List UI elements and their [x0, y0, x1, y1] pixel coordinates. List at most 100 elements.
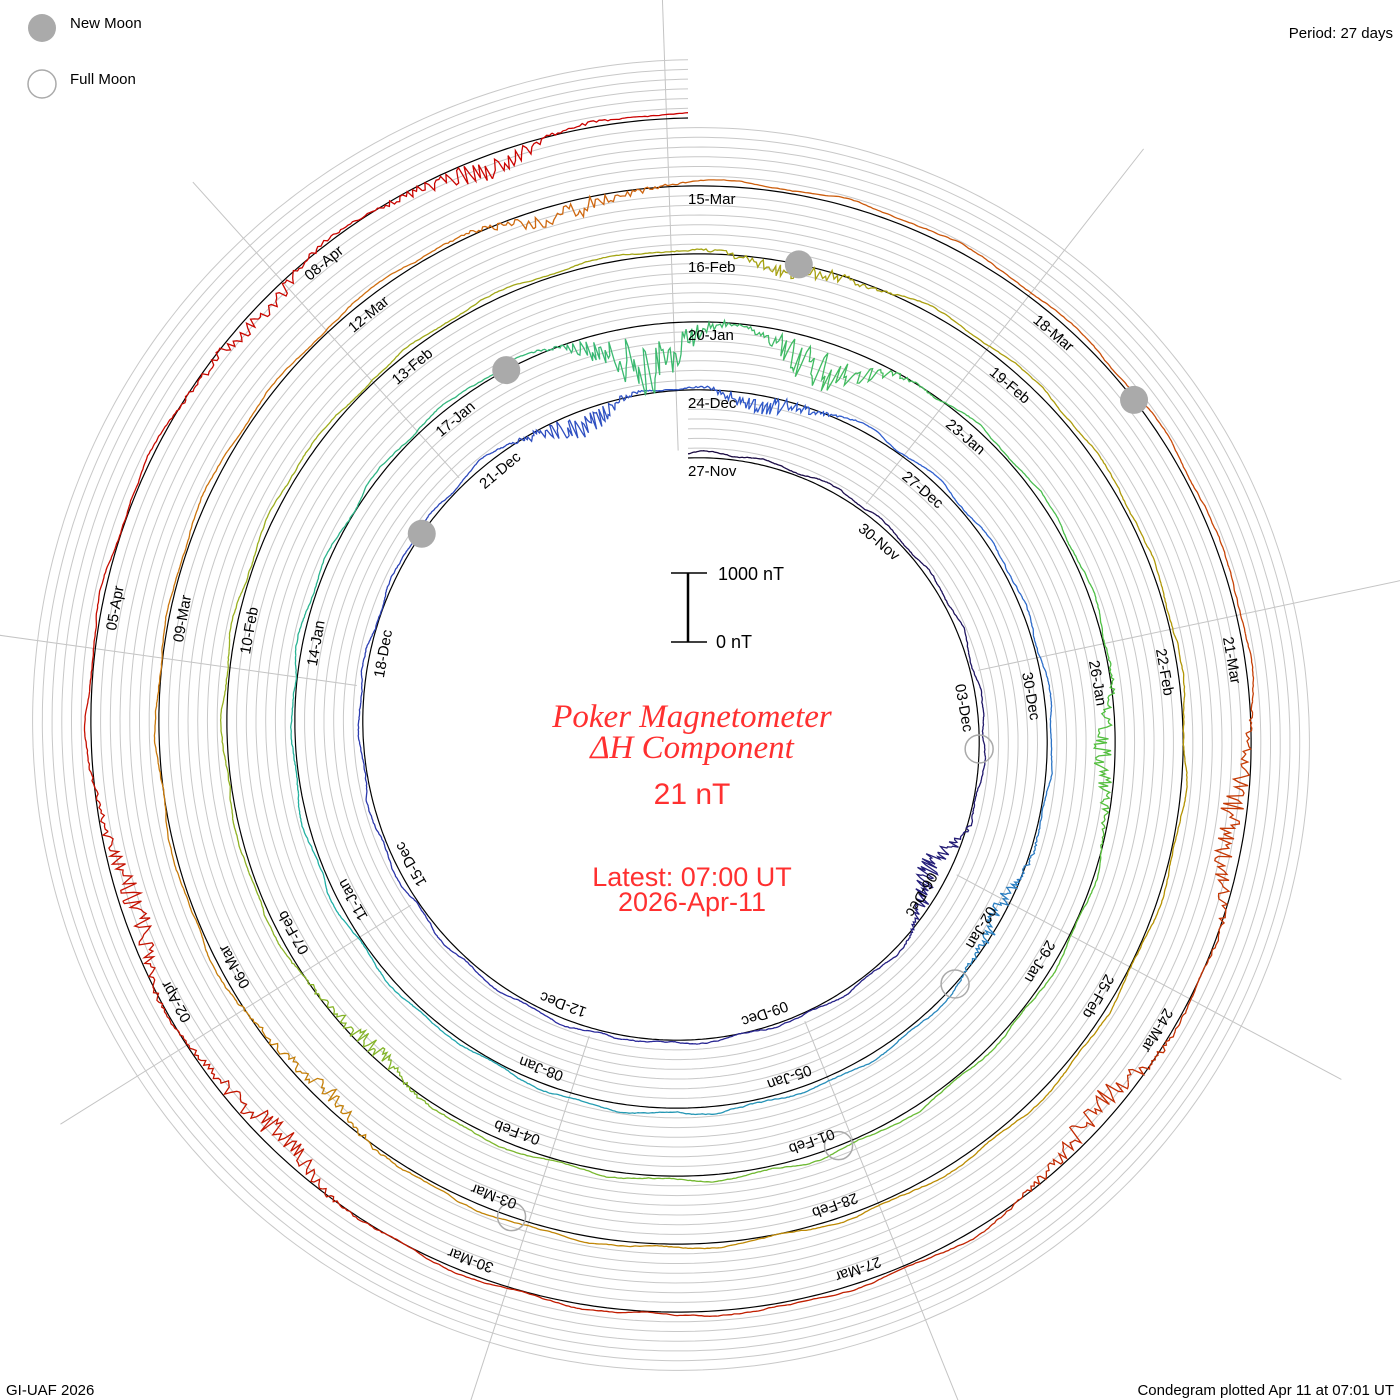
trace-segment [360, 662, 364, 703]
radial-grid-line [804, 1020, 959, 1400]
trace-segment [873, 1109, 923, 1135]
trace-segment [1075, 1082, 1129, 1129]
trace-segment [660, 1040, 699, 1045]
trace-segment [720, 453, 753, 459]
trace-segment [884, 290, 941, 313]
trace-segment [1099, 813, 1108, 864]
trace-segment [592, 1103, 637, 1114]
trace-segment [957, 618, 970, 653]
legend-new-moon: New Moon [70, 15, 142, 32]
trace-segment [365, 780, 374, 821]
trace-segment [1033, 957, 1063, 1000]
trace-segment [510, 345, 556, 363]
radial-grid-line [60, 904, 411, 1125]
trace-segment [856, 200, 919, 228]
trace-segment [783, 467, 816, 479]
date-label: 08-Apr [301, 242, 346, 284]
full-moon-marker [940, 969, 970, 999]
date-label: 30-Dec [1018, 671, 1043, 722]
trace-segment [752, 457, 785, 469]
date-label: 09-Mar [170, 594, 195, 644]
trace-segment [734, 1027, 772, 1036]
date-label: 12-Mar [345, 293, 392, 337]
trace-segment [219, 706, 227, 764]
trace-segment [1160, 583, 1178, 642]
trace-segment [440, 1265, 509, 1290]
spiral-grid-line [61, 88, 1281, 1342]
trace-segment [263, 348, 309, 398]
date-label: 22-Feb [1152, 647, 1177, 697]
trace-segment [222, 1083, 284, 1136]
trace-segment [975, 757, 987, 793]
trace-segment [555, 339, 607, 364]
trace-segment [312, 400, 354, 443]
trace-segment [166, 826, 184, 889]
trace-segment [825, 1133, 875, 1159]
trace-segment [344, 921, 373, 959]
trace-segment [647, 1311, 718, 1317]
trace-segment [379, 1230, 442, 1267]
date-label: 16-Feb [688, 259, 736, 276]
radial-grid-line [978, 580, 1400, 671]
date-label: 14-Jan [304, 619, 329, 667]
trace-segment [398, 414, 433, 450]
trace-segment [825, 268, 885, 293]
full-moon-marker [964, 734, 994, 764]
trace-segment [182, 887, 206, 949]
trace-segment [515, 998, 550, 1019]
trace-segment [533, 194, 595, 230]
trace-segment [226, 397, 265, 452]
trace-segment [504, 1147, 559, 1163]
trace-segment [1100, 665, 1116, 717]
trace-segment [292, 747, 300, 794]
new-moon-icon [28, 14, 56, 42]
trace-segment [375, 585, 389, 625]
trace-segment [306, 838, 326, 881]
trace-segment [398, 994, 434, 1025]
trace-segment [1086, 991, 1121, 1044]
trace-segment [417, 1176, 474, 1210]
date-label: 27-Nov [688, 463, 737, 480]
trace-segment [782, 338, 829, 386]
trace-segment [1043, 759, 1053, 802]
date-label: 06-Dec [901, 869, 940, 920]
trace-segment [292, 655, 298, 702]
trace-segment [687, 450, 721, 455]
trace-segment [405, 890, 431, 923]
trace-segment [297, 793, 309, 839]
trace-segment [236, 1003, 279, 1053]
trace-segment [665, 1177, 720, 1183]
latest-date: 2026-Apr-11 [618, 887, 766, 917]
trace-segment [742, 325, 788, 361]
trace-segment [880, 434, 916, 463]
trace-segment [1092, 715, 1113, 764]
trace-segment [433, 1023, 471, 1051]
date-label: 13-Feb [389, 345, 436, 389]
trace-segment [999, 447, 1035, 485]
trace-segment [1099, 616, 1112, 666]
trace-segment [719, 1232, 781, 1249]
trace-segment [593, 186, 658, 208]
trace-segment [333, 1013, 378, 1053]
trace-segment [210, 318, 259, 371]
trace-segment [598, 251, 657, 260]
trace-segment [357, 702, 362, 743]
trace-segment [439, 295, 490, 328]
trace-segment [465, 218, 535, 235]
trace-segment [839, 975, 869, 1000]
trace-segment [850, 1049, 890, 1072]
full-moon-icon [27, 69, 57, 99]
date-label: 15-Mar [688, 191, 736, 208]
date-label: 18-Mar [1030, 312, 1077, 356]
trace-segment [698, 1034, 736, 1045]
trace-segment [282, 441, 314, 491]
trace-segment [1033, 294, 1087, 339]
trace-segment [1034, 801, 1045, 844]
trace-segment [999, 557, 1022, 596]
trace-segment [719, 389, 759, 415]
trace-segment [431, 386, 471, 416]
trace-segment [815, 477, 846, 495]
trace-segment [772, 1157, 826, 1170]
trace-segment [357, 184, 423, 221]
